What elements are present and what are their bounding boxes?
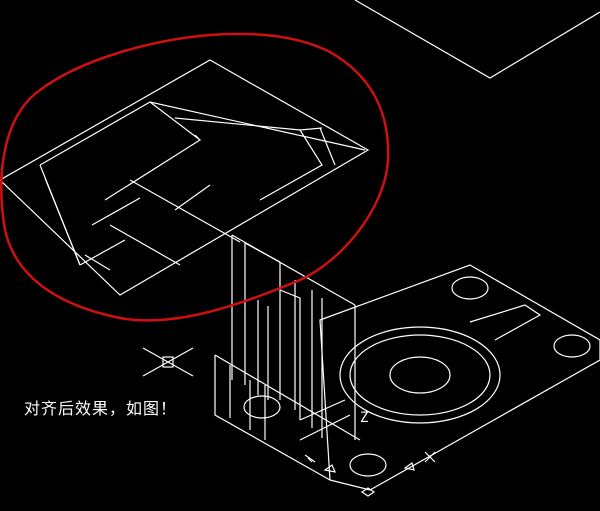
ucs-z-label: Z	[360, 410, 369, 426]
base-plate	[243, 264, 600, 491]
snap-markers	[304, 451, 436, 497]
vertical-wall-part	[214, 234, 361, 481]
background-plate-edge	[354, 0, 600, 79]
aligned-flat-part	[0, 59, 370, 296]
wireframe-geometry	[0, 0, 600, 497]
crosshair-pickbox-icon	[142, 347, 194, 377]
red-highlight-outline	[0, 32, 390, 322]
annotation-caption: 对齐后效果，如图！	[24, 399, 178, 418]
